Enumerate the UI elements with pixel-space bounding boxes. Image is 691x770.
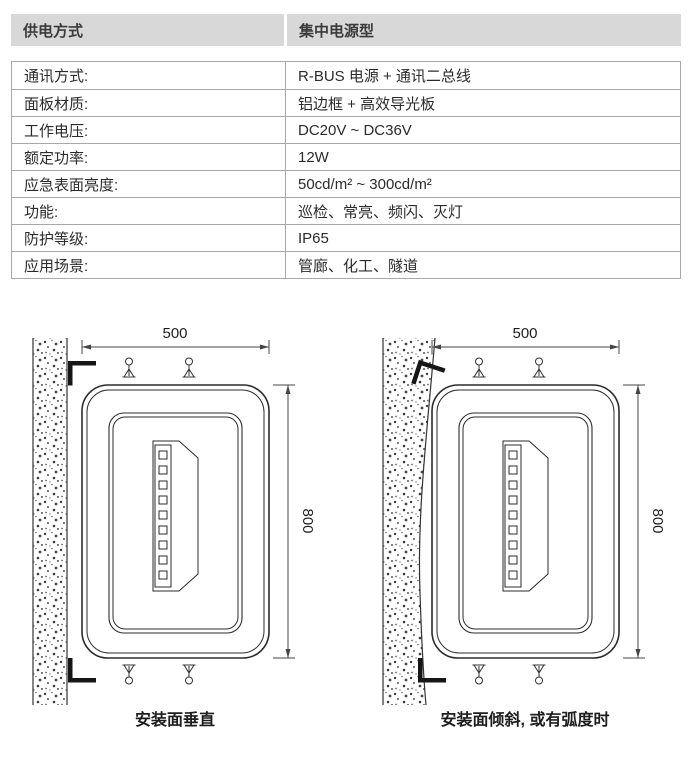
- diagram-caption: 安装面倾斜, 或有弧度时: [441, 710, 610, 729]
- table-row: 防护等级: IP65: [12, 224, 680, 251]
- spec-label: 额定功率:: [24, 149, 89, 167]
- dimension-height: 800: [273, 384, 316, 659]
- anchor-screw: [182, 357, 196, 378]
- spec-label: 工作电压:: [24, 122, 89, 140]
- spec-value: IP65: [285, 225, 680, 251]
- dimension-width-label: 500: [162, 325, 187, 342]
- spec-label: 面板材质:: [24, 95, 89, 113]
- light-fixture: [81, 384, 270, 659]
- table-row: 额定功率: 12W: [12, 143, 680, 170]
- wall-vertical: [32, 338, 68, 705]
- anchor-screw: [532, 357, 546, 378]
- spec-label: 功能:: [24, 203, 59, 221]
- spec-table-body: 通讯方式: R-BUS 电源 + 通讯二总线 面板材质: 铝边框 + 高效导光板…: [11, 61, 681, 279]
- spec-label: 应急表面亮度:: [24, 176, 119, 194]
- installation-diagrams: 500: [11, 323, 681, 763]
- anchor-screw: [472, 664, 486, 685]
- table-row: 通讯方式: R-BUS 电源 + 通讯二总线: [12, 62, 680, 89]
- spec-value: DC20V ~ DC36V: [285, 117, 680, 143]
- diagram-vertical-mount: 500: [32, 325, 316, 729]
- dimension-height: 800: [623, 384, 666, 659]
- anchor-screw: [122, 357, 136, 378]
- mounting-bracket-top: [411, 359, 446, 385]
- dimension-height-label: 800: [649, 508, 666, 533]
- wall-curved: [382, 337, 436, 706]
- anchor-screw: [182, 664, 196, 685]
- mounting-bracket-bottom: [418, 658, 446, 683]
- table-row: 应急表面亮度: 50cd/m² ~ 300cd/m²: [12, 170, 680, 197]
- mounting-bracket-bottom: [68, 658, 96, 683]
- diagram-sloped-mount: 500: [382, 325, 666, 729]
- led-module: [502, 440, 549, 592]
- spec-value: 管廊、化工、隧道: [285, 252, 680, 278]
- spec-header-power-type: 集中电源型: [287, 14, 681, 46]
- anchor-screw: [532, 664, 546, 685]
- light-fixture: [431, 384, 620, 659]
- dimension-height-label: 800: [299, 508, 316, 533]
- dimension-width: 500: [81, 325, 270, 354]
- anchor-screw: [122, 664, 136, 685]
- diagram-caption: 安装面垂直: [135, 710, 215, 729]
- spec-label: 防护等级:: [24, 230, 89, 248]
- spec-value: 12W: [285, 144, 680, 170]
- table-row: 功能: 巡检、常亮、频闪、灭灯: [12, 197, 680, 224]
- table-row: 工作电压: DC20V ~ DC36V: [12, 116, 680, 143]
- led-module: [152, 440, 199, 592]
- spec-value: 50cd/m² ~ 300cd/m²: [285, 171, 680, 197]
- table-row: 面板材质: 铝边框 + 高效导光板: [12, 89, 680, 116]
- spec-value: 巡检、常亮、频闪、灭灯: [285, 198, 680, 224]
- spec-table-header: 供电方式 集中电源型: [11, 14, 681, 46]
- spec-value: R-BUS 电源 + 通讯二总线: [285, 62, 680, 89]
- mounting-bracket-top: [68, 361, 96, 386]
- spec-label: 通讯方式:: [24, 68, 89, 85]
- spec-label: 应用场景:: [24, 257, 89, 275]
- anchor-screw: [472, 357, 486, 378]
- dimension-width: 500: [431, 325, 620, 354]
- dimension-width-label: 500: [512, 325, 537, 342]
- spec-header-power-mode: 供电方式: [11, 14, 284, 46]
- table-row: 应用场景: 管廊、化工、隧道: [12, 251, 680, 278]
- spec-value: 铝边框 + 高效导光板: [285, 90, 680, 116]
